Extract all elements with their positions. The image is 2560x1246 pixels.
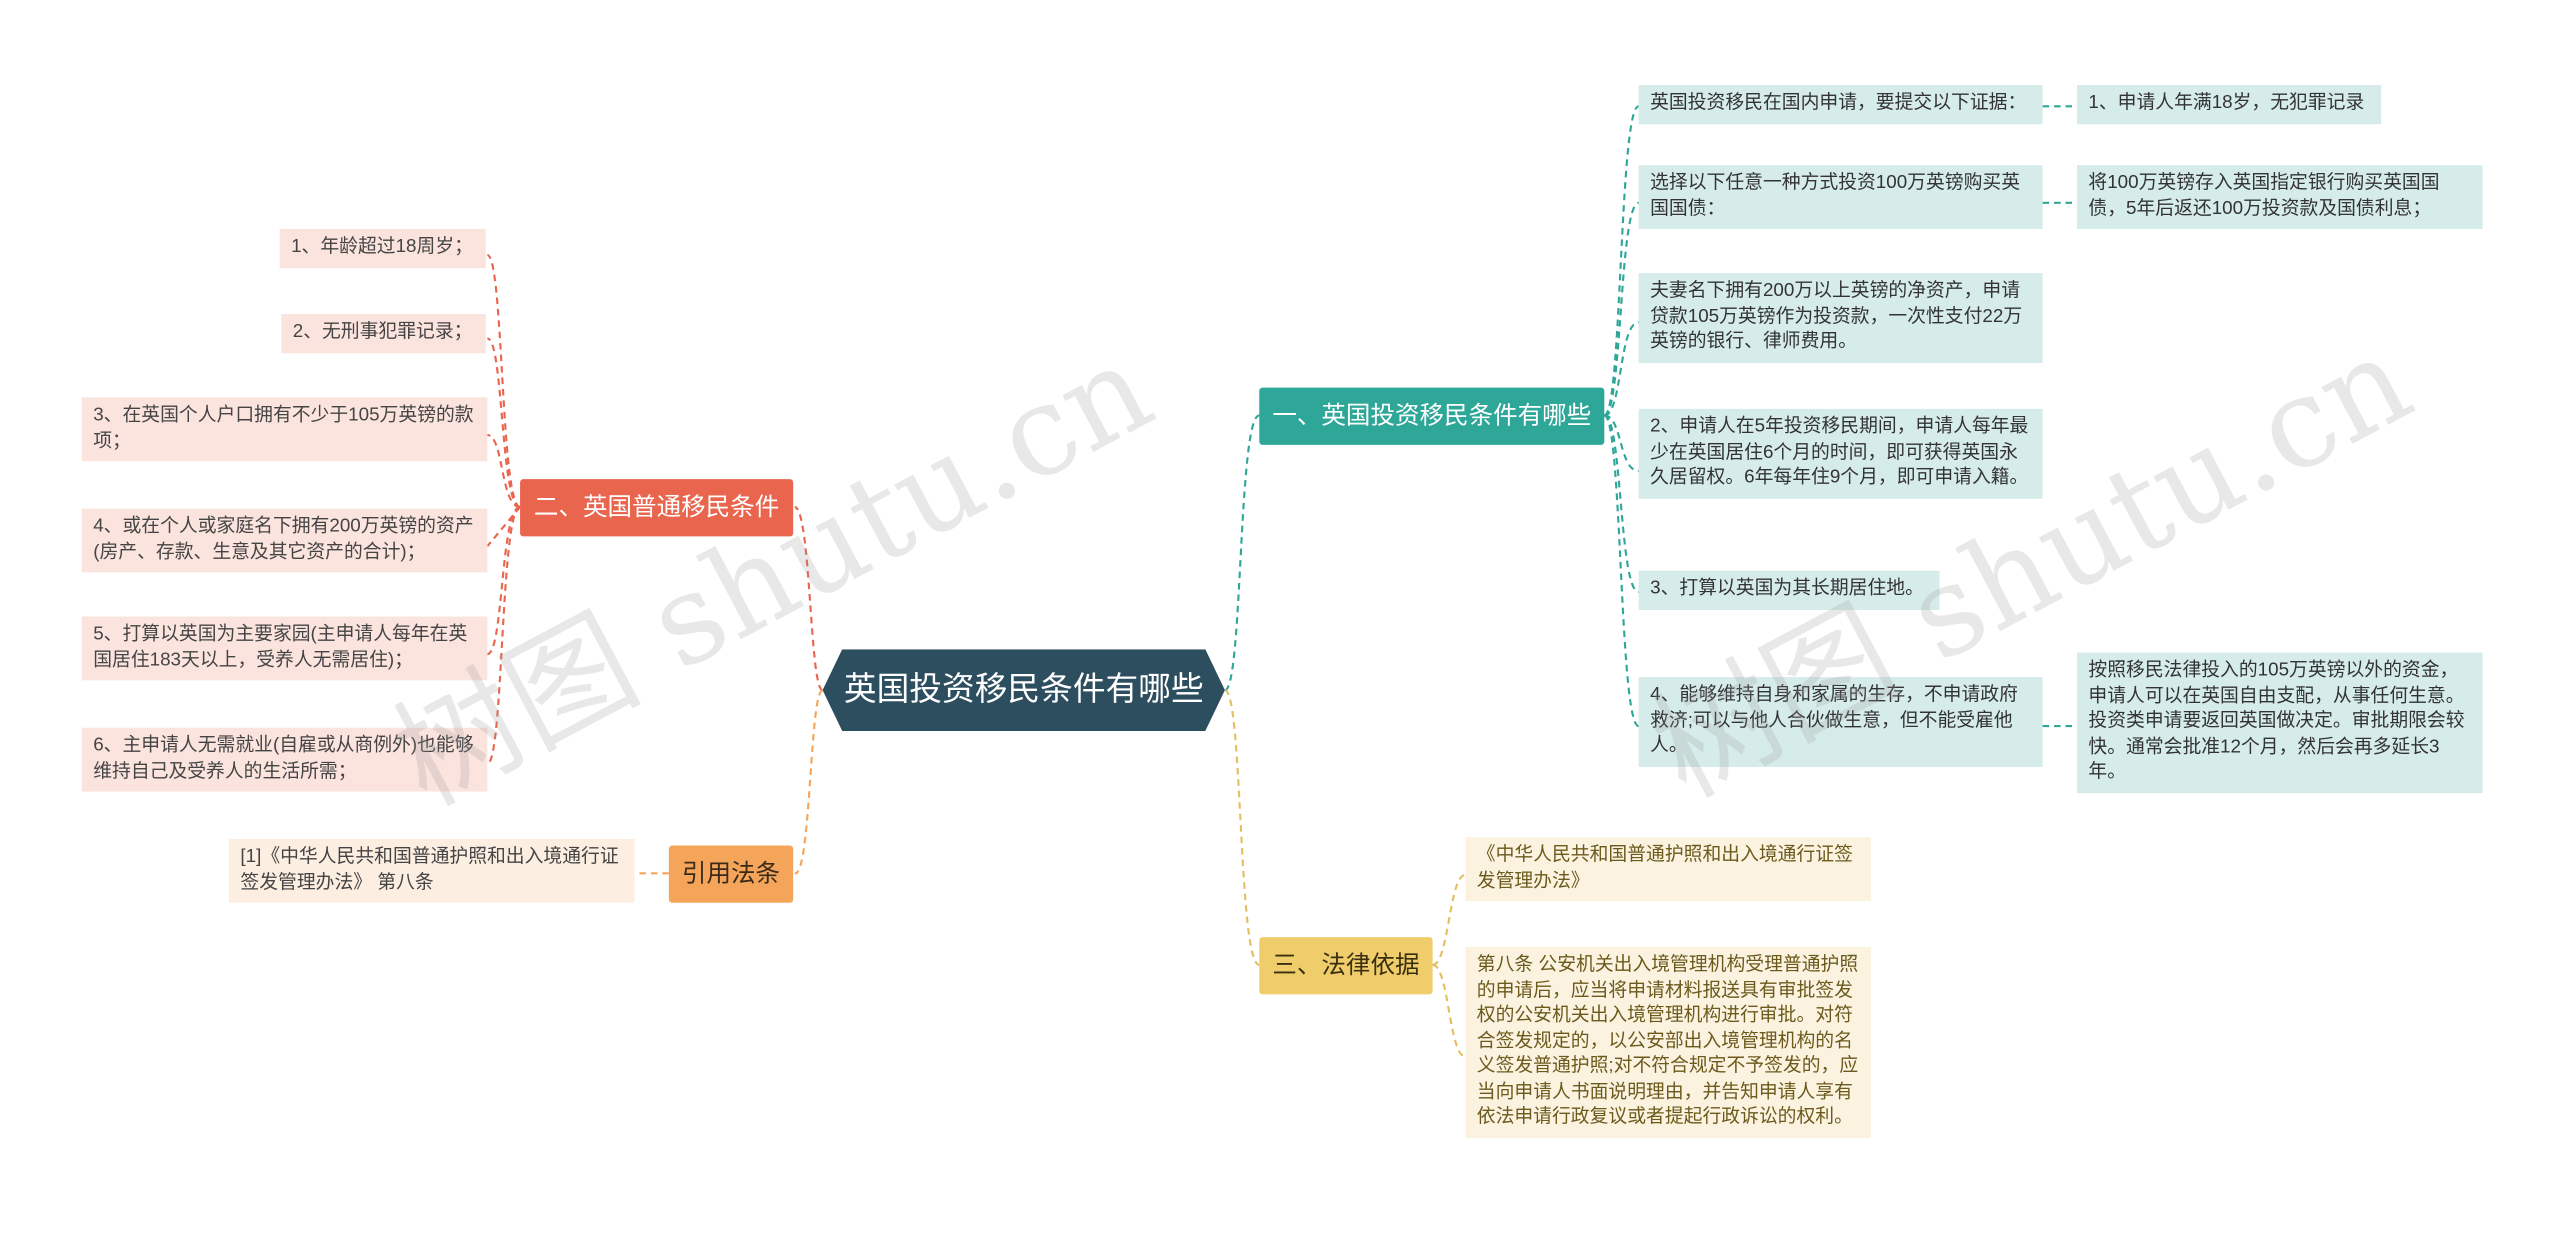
leaf-investment-1-child[interactable]: 1、申请人年满18岁，无犯罪记录 [2076,85,2382,124]
leaf-general-3[interactable]: 3、在英国个人户口拥有不少于105万英镑的款项； [81,397,488,462]
branch-citation[interactable]: 引用法条 [668,845,794,903]
branch-legal-basis[interactable]: 三、法律依据 [1259,937,1433,995]
leaf-general-4[interactable]: 4、或在个人或家庭名下拥有200万英镑的资产(房产、存款、生意及其它资产的合计)… [81,508,488,573]
leaf-investment-6[interactable]: 4、能够维持自身和家属的生存，不申请政府救济;可以与他人合伙做生意，但不能受雇他… [1638,677,2043,767]
leaf-general-2[interactable]: 2、无刑事犯罪记录； [281,313,486,353]
leaf-investment-2[interactable]: 选择以下任意一种方式投资100万英镑购买英国国债： [1638,165,2043,229]
branch-general-conditions[interactable]: 二、英国普通移民条件 [520,479,794,537]
leaf-investment-3[interactable]: 夫妻名下拥有200万以上英镑的净资产，申请贷款105万英镑作为投资款，一次性支付… [1638,273,2043,363]
root-node[interactable]: 英国投资移民条件有哪些 [822,649,1225,732]
leaf-general-6[interactable]: 6、主申请人无需就业(自雇或从商例外)也能够维持自己及受养人的生活所需； [81,727,488,792]
leaf-investment-1[interactable]: 英国投资移民在国内申请，要提交以下证据： [1638,85,2043,124]
leaf-citation-1[interactable]: [1]《中华人民共和国普通护照和出入境通行证签发管理办法》 第八条 [228,838,635,903]
leaf-general-1[interactable]: 1、年龄超过18周岁； [279,228,486,268]
leaf-legal-2[interactable]: 第八条 公安机关出入境管理机构受理普通护照的申请后，应当将申请材料报送具有审批签… [1465,946,1871,1138]
leaf-investment-5[interactable]: 3、打算以英国为其长期居住地。 [1638,570,1940,610]
leaf-investment-4[interactable]: 2、申请人在5年投资移民期间，申请人每年最少在英国居住6个月的时间，即可获得英国… [1638,408,2043,498]
leaf-investment-6-child[interactable]: 按照移民法律投入的105万英镑以外的资金，申请人可以在英国自由支配，从事任何生意… [2076,652,2483,793]
leaf-investment-2-child[interactable]: 将100万英镑存入英国指定银行购买英国国债，5年后返还100万投资款及国债利息； [2076,165,2483,229]
leaf-legal-1[interactable]: 《中华人民共和国普通护照和出入境通行证签发管理办法》 [1465,837,1871,902]
branch-investment-conditions[interactable]: 一、英国投资移民条件有哪些 [1259,387,1605,445]
leaf-general-5[interactable]: 5、打算以英国为主要家园(主申请人每年在英国居住183天以上，受养人无需居住)； [81,616,488,681]
